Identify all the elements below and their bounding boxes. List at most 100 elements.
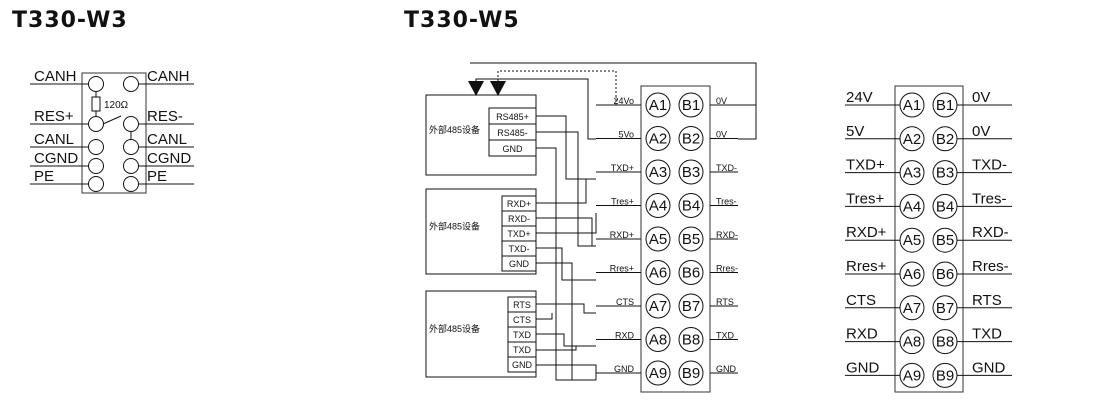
ref-pin-label: A4 [903,198,921,215]
w5-wire [738,105,757,140]
w3-terminal [123,76,139,92]
w5-device-pin-label: TXD [513,330,532,340]
w5-wire [536,303,596,314]
ref-left-label: 24V [846,89,873,106]
w5-pin-circle [678,92,704,118]
w5-pin-label: A7 [649,298,667,315]
w5-pin-label: A3 [649,164,667,181]
ref-connector-body [894,85,964,393]
w5-wire [536,131,596,247]
w5-left-label: Rres+ [610,264,634,274]
ref-pin-label: A2 [903,131,921,148]
ref-left-label: RXD+ [846,224,887,241]
w5-pin-circle [645,193,671,218]
ref-left-label: Rres+ [846,258,887,275]
w5-left-label: CTS [616,297,634,307]
w5-pin-circle [645,226,671,252]
w5-device-pin-label: RS485- [497,128,528,138]
w5-right-label: Rres- [716,264,738,274]
ref-right-label: 0V [972,123,990,140]
ref-right-label: TXD- [972,157,1007,174]
w5-pin-circle [678,226,704,252]
ref-pin-label: B9 [936,367,954,384]
ref-right-label: RTS [972,292,1002,309]
w5-wire [536,147,596,381]
w5-pin-circle [678,260,704,285]
w5-pin-label: A5 [649,231,667,248]
ref-pin-label: B8 [936,334,954,351]
w5-right-label: RXD- [716,230,738,240]
w5-pin-label: A1 [649,97,667,114]
ref-left-label: CTS [846,292,876,309]
w5-pin-circle [645,126,671,151]
w5-arrow-icon [468,81,484,96]
w5-device-label: 外部485设备 [429,124,480,135]
w5-device-pin-label: GND [509,259,530,269]
w3-right-label: PE [147,168,167,185]
w3-switch [102,115,122,125]
w5-pin-label: B5 [682,231,700,248]
w5-device-label: 外部485设备 [429,221,480,232]
w5-right-label: TXD [716,331,735,341]
w5-pin-circle [678,327,704,352]
w5-wire [536,213,597,234]
w5-device-pin-label: RXD- [508,214,530,224]
ref-pin-label: B5 [936,232,954,249]
w3-terminal [88,116,104,132]
w5-pin-circle [678,193,704,218]
ref-pin-label: A1 [903,97,921,114]
w5-pin-label: B4 [682,198,700,215]
w3-terminal [88,139,104,155]
ref-pin-label: A3 [903,165,921,182]
w5-device-label: 外部485设备 [429,323,480,334]
w3-right-label: RES- [147,108,183,125]
w5-right-label: 0V [716,96,727,106]
ref-left-label: RXD [846,326,878,343]
w5-pin-label: B7 [682,298,700,315]
w5-left-label: 5Vo [618,130,634,140]
w5-pin-circle [645,360,671,386]
ref-pin-label: A6 [903,266,921,283]
ref-pin-label: B3 [936,165,954,182]
w5-device-pin-label: TXD- [509,244,530,254]
w5-wire [536,179,587,204]
w5-left-label: TXD+ [611,163,634,173]
ref-pin-label: B7 [936,300,954,317]
w5-pin-label: A4 [649,198,667,215]
w5-device-pin-label: TXD [513,345,532,355]
w3-left-label: PE [34,168,54,185]
ref-right-label: RXD- [972,224,1009,241]
w3-terminal [88,158,104,174]
w5-pin-circle [645,293,671,319]
ref-pin-label: A5 [903,232,921,249]
w5-wire [536,115,596,180]
w5-wire [536,364,597,380]
w5-pin-circle [678,126,704,151]
w5-pin-label: A6 [649,265,667,282]
w3-terminal [123,139,139,155]
w5-pin-circle [645,327,671,352]
w3-resistor-value: 120Ω [104,100,129,111]
ref-pin-label: A9 [903,367,921,384]
w3-terminal [123,176,139,192]
w5-device-pin-label: RTS [513,300,531,310]
w5-pin-label: B6 [682,265,700,282]
w5-wire [470,62,757,106]
ref-right-label: Tres- [972,190,1006,207]
ref-pin-label: B2 [936,131,954,148]
w5-pin-label: B3 [682,164,700,181]
w3-left-label: CANH [34,68,77,85]
w5-device-pin-label: RS485+ [496,112,529,122]
w5-wire [536,247,596,281]
ref-right-label: TXD [972,326,1002,343]
ref-left-label: TXD+ [846,157,885,174]
w3-connector-body [81,72,147,194]
w5-pin-circle [645,92,671,118]
w5-wire [536,346,577,351]
ref-pin-label: B1 [936,97,954,114]
ref-right-label: 0V [972,89,990,106]
w5-device-pin-label: RXD+ [507,199,531,209]
